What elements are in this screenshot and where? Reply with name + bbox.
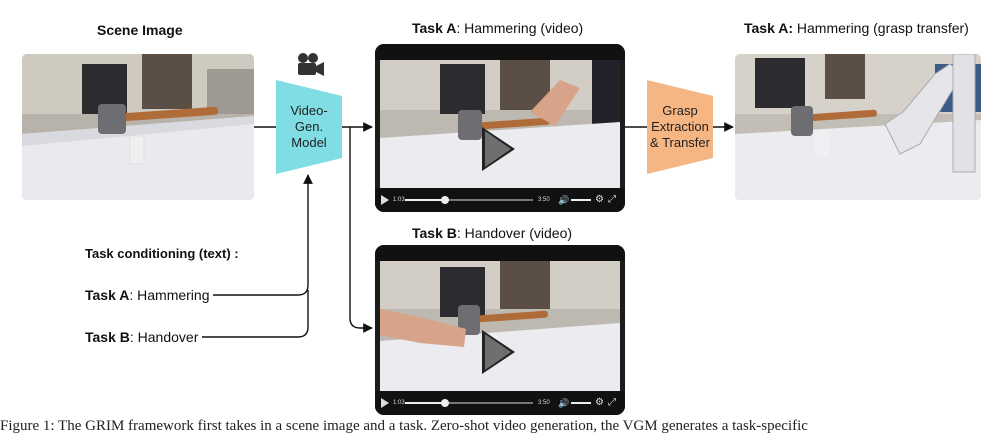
task-a-text: Task A: Hammering	[85, 287, 210, 303]
video-frame-hammering	[380, 60, 620, 188]
time-total: 3:50	[538, 400, 550, 406]
video-player-task-a[interactable]: 1:03 3:50 🔊 ⚙ ⤢	[375, 44, 625, 212]
time-total: 3:50	[538, 197, 550, 203]
video-player-task-b[interactable]: 1:03 3:50 🔊 ⚙ ⤢	[375, 245, 625, 415]
time-current: 1:03	[393, 197, 405, 203]
scene-image	[22, 54, 254, 200]
task-b-text: Task B: Handover	[85, 329, 199, 345]
figure-caption: Figure 1: The GRIM framework first takes…	[0, 418, 808, 434]
grasp-extraction-block	[647, 80, 713, 174]
volume-bar[interactable]	[571, 199, 591, 201]
arrow-task-a-to-model	[213, 174, 313, 296]
time-current: 1:03	[393, 400, 405, 406]
task-a-transfer-label: Task A: Hammering (grasp transfer)	[744, 20, 969, 36]
settings-gear-icon[interactable]: ⚙	[595, 194, 604, 205]
player-controls: 1:03 3:50 🔊 ⚙ ⤢	[375, 391, 625, 415]
task-conditioning-label: Task conditioning (text) :	[85, 246, 239, 261]
seek-knob[interactable]	[441, 399, 449, 407]
scene-image-label: Scene Image	[97, 22, 183, 38]
task-a-video-label: Task A: Hammering (video)	[412, 20, 584, 36]
video-gen-model-label: Video- Gen. Model	[290, 103, 328, 150]
player-controls: 1:03 3:50 🔊 ⚙ ⤢	[375, 188, 625, 212]
video-gen-model-block	[276, 80, 342, 174]
volume-icon[interactable]: 🔊	[558, 398, 570, 408]
task-b-video-label: Task B: Handover (video)	[412, 225, 573, 241]
arrow-model-to-video-b	[349, 127, 373, 333]
player-top-bar	[375, 44, 625, 60]
video-camera-icon	[295, 52, 325, 87]
volume-icon[interactable]: 🔊	[558, 195, 570, 205]
seek-knob[interactable]	[441, 196, 449, 204]
grasp-extraction-label: Grasp Extraction & Transfer	[650, 103, 710, 150]
player-top-bar	[375, 245, 625, 261]
play-icon[interactable]	[381, 398, 389, 408]
fullscreen-icon[interactable]: ⤢	[608, 194, 616, 205]
play-overlay-icon[interactable]	[482, 127, 515, 171]
play-icon[interactable]	[381, 195, 389, 205]
seek-bar[interactable]	[405, 399, 533, 407]
grasp-transfer-image	[735, 54, 981, 200]
volume-bar[interactable]	[571, 402, 591, 404]
fullscreen-icon[interactable]: ⤢	[608, 397, 616, 408]
settings-gear-icon[interactable]: ⚙	[595, 397, 604, 408]
seek-bar[interactable]	[405, 196, 533, 204]
play-overlay-icon[interactable]	[482, 330, 515, 374]
